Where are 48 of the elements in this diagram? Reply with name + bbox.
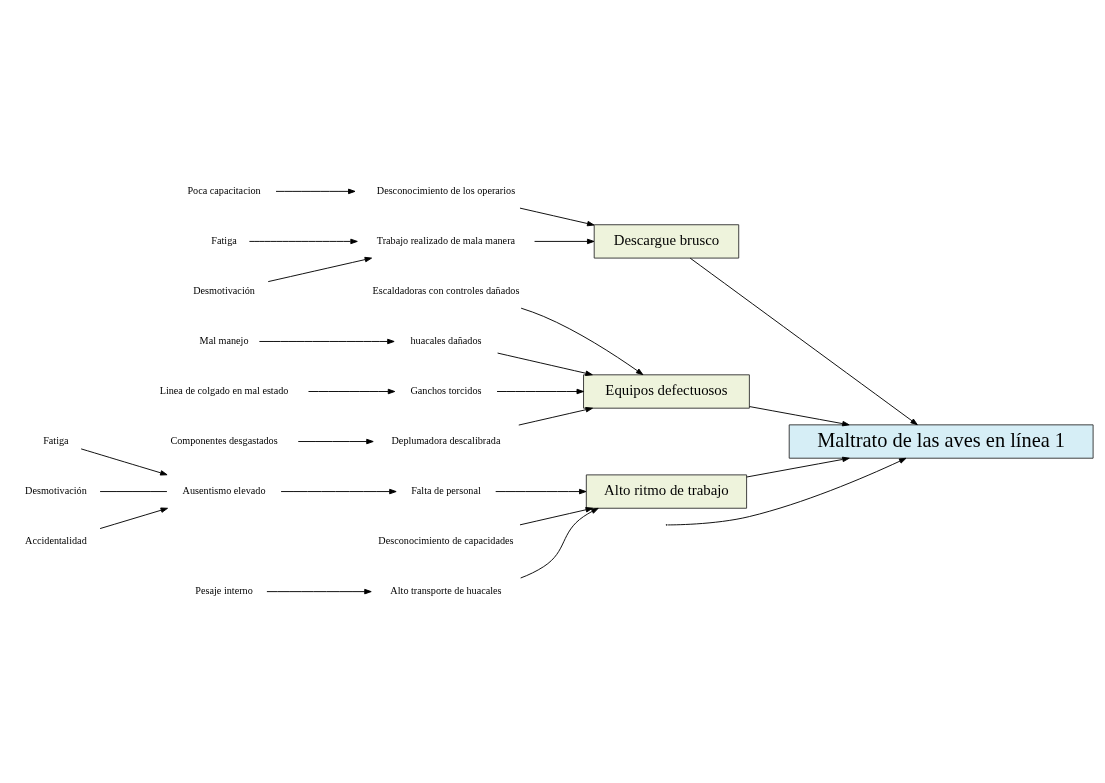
- node-text: huacales dañados: [410, 335, 482, 347]
- arrow: [280, 488, 397, 495]
- arrow: [248, 238, 358, 245]
- node-text: Alto transporte de huacales: [390, 585, 502, 597]
- node-text: Desmotivación: [25, 485, 87, 497]
- node-box: Descargue brusco: [593, 224, 740, 259]
- arrow: [497, 352, 593, 376]
- node-text: Ganchos torcidos: [410, 385, 482, 397]
- node-text: Falta de personal: [411, 485, 481, 497]
- node-text: Desmotivación: [193, 285, 255, 297]
- node-text: Poca capacitacion: [187, 184, 261, 196]
- arrow: [275, 188, 356, 195]
- node-text: Linea de colgado en mal estado: [159, 385, 289, 397]
- arrow: [520, 307, 644, 376]
- node-text: Deplumadora descalibrada: [391, 435, 501, 447]
- node-text: Mal manejo: [199, 335, 249, 347]
- node-text: Fatiga: [43, 435, 69, 447]
- arrow: [496, 388, 584, 395]
- arrow: [308, 388, 396, 395]
- node-text: Desconocimiento de capacidades: [378, 535, 514, 547]
- connector: [99, 491, 168, 493]
- arrow: [534, 238, 595, 245]
- node-text: Accidentalidad: [25, 535, 87, 547]
- arrow: [519, 207, 595, 227]
- arrow: [297, 438, 374, 445]
- node-box: Equipos defectuosos: [583, 374, 750, 409]
- arrow: [749, 406, 850, 427]
- node-text: Trabajo realizado de mala manera: [376, 235, 516, 247]
- arrow: [689, 257, 918, 426]
- arrow: [80, 448, 168, 476]
- node-text: Ausentismo elevado: [182, 485, 266, 497]
- arrow: [520, 507, 599, 579]
- node-text: Componentes desgastados: [170, 435, 278, 447]
- arrow: [667, 457, 907, 526]
- arrow: [266, 588, 372, 595]
- arrow: [518, 407, 593, 426]
- node-text: Pesaje interno: [195, 585, 253, 597]
- arrow: [495, 488, 587, 495]
- arrow: [258, 338, 395, 345]
- node-text: Fatiga: [211, 235, 237, 247]
- arrow: [267, 256, 373, 283]
- node-box: Alto ritmo de trabajo: [585, 474, 748, 509]
- node-text: Escaldadoras con controles dañados: [372, 285, 520, 297]
- node-box: Maltrato de las aves en línea 1: [788, 424, 1094, 459]
- arrow: [99, 507, 168, 530]
- node-text: Desconocimiento de los operarios: [376, 184, 516, 196]
- arrow: [746, 456, 850, 478]
- arrow: [519, 507, 593, 526]
